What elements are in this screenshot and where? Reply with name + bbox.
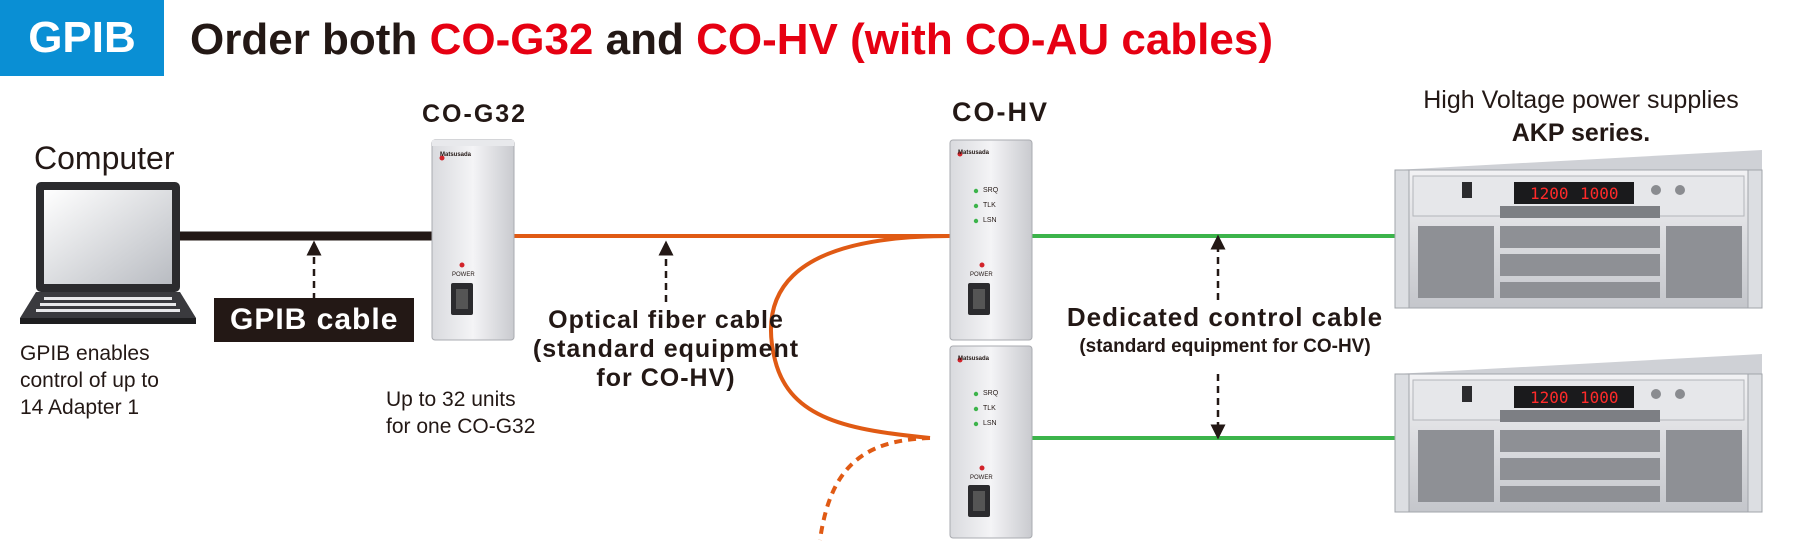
title-co-hv: CO-HV (with CO-AU cables) <box>696 15 1273 64</box>
gpib-note: GPIB enables control of up to 14 Adapter… <box>20 340 159 421</box>
co-hv-1-srq: SRQ <box>983 187 999 194</box>
title-co-g32: CO-G32 <box>429 15 594 64</box>
co-hv-2-srq: SRQ <box>983 390 999 397</box>
optical-fiber-line-3: for CO-HV) <box>596 364 736 392</box>
computer-laptop-icon <box>20 182 196 324</box>
co-g32-brand: Matsusada <box>440 152 472 158</box>
title-text-1: Order both <box>190 15 430 64</box>
dedicated-cable-line-2: (standard equipment for CO-HV) <box>1079 336 1371 357</box>
akp-2-current-display: 1000 <box>1580 388 1619 407</box>
gpib-note-line-2: control of up to <box>20 369 159 392</box>
akp-2-voltage-display: 1200 <box>1530 388 1569 407</box>
gpib-cable-label: GPIB cable <box>214 298 415 342</box>
optical-fiber-line-1: Optical fiber cable <box>548 306 784 334</box>
optical-fiber-label: Optical fiber cable (standard equipment … <box>506 306 826 393</box>
co-hv-unit-2-image <box>949 345 1033 539</box>
laptop-keyboard <box>36 297 180 312</box>
units-note: Up to 32 units for one CO-G32 <box>386 386 535 440</box>
akp-power-supply-2-image: 1200 1000 <box>1394 354 1763 513</box>
co-hv-2-power-label: POWER <box>970 475 993 481</box>
co-hv-1-lsn: LSN <box>983 217 997 224</box>
dedicated-cable-label: Dedicated control cable (standard equipm… <box>1055 302 1395 362</box>
co-hv-label: CO-HV <box>952 97 1049 127</box>
co-g32-unit-image <box>431 139 515 341</box>
units-note-line-2: for one CO-G32 <box>386 415 536 438</box>
co-hv-unit-1-image <box>949 139 1033 341</box>
akp-1-voltage-display: 1200 <box>1530 184 1569 203</box>
akp-power-supply-1-image: 1200 1000 <box>1394 150 1763 309</box>
co-hv-2-brand: Matsusada <box>958 356 990 362</box>
co-hv-1-brand: Matsusada <box>958 150 990 156</box>
computer-label: Computer <box>34 140 175 176</box>
hv-supply-label: High Voltage power supplies AKP series. <box>1396 86 1766 148</box>
hv-supply-line-1: High Voltage power supplies <box>1423 86 1739 114</box>
co-g32-power-label: POWER <box>452 272 475 278</box>
title-text-2: and <box>593 15 697 64</box>
optical-fiber-line-2: (standard equipment <box>532 335 800 363</box>
gpib-badge: GPIB <box>0 0 164 76</box>
gpib-note-line-3: 14 Adapter 1 <box>20 396 140 419</box>
dedicated-cable-line-1: Dedicated control cable <box>1066 302 1384 332</box>
units-note-line-1: Up to 32 units <box>386 388 516 411</box>
gpib-note-line-1: GPIB enables <box>20 342 150 365</box>
co-hv-2-tlk: TLK <box>983 405 996 412</box>
optical-fiber-loop <box>768 234 951 440</box>
co-hv-1-power-label: POWER <box>970 272 993 278</box>
optical-fiber-continuation <box>818 436 931 541</box>
co-g32-label: CO-G32 <box>422 100 528 128</box>
page-title: Order both CO-G32 and CO-HV (with CO-AU … <box>190 10 1273 70</box>
akp-1-current-display: 1000 <box>1580 184 1619 203</box>
hv-supply-line-2: AKP series. <box>1511 119 1651 147</box>
co-hv-2-lsn: LSN <box>983 420 997 427</box>
co-hv-1-tlk: TLK <box>983 202 996 209</box>
